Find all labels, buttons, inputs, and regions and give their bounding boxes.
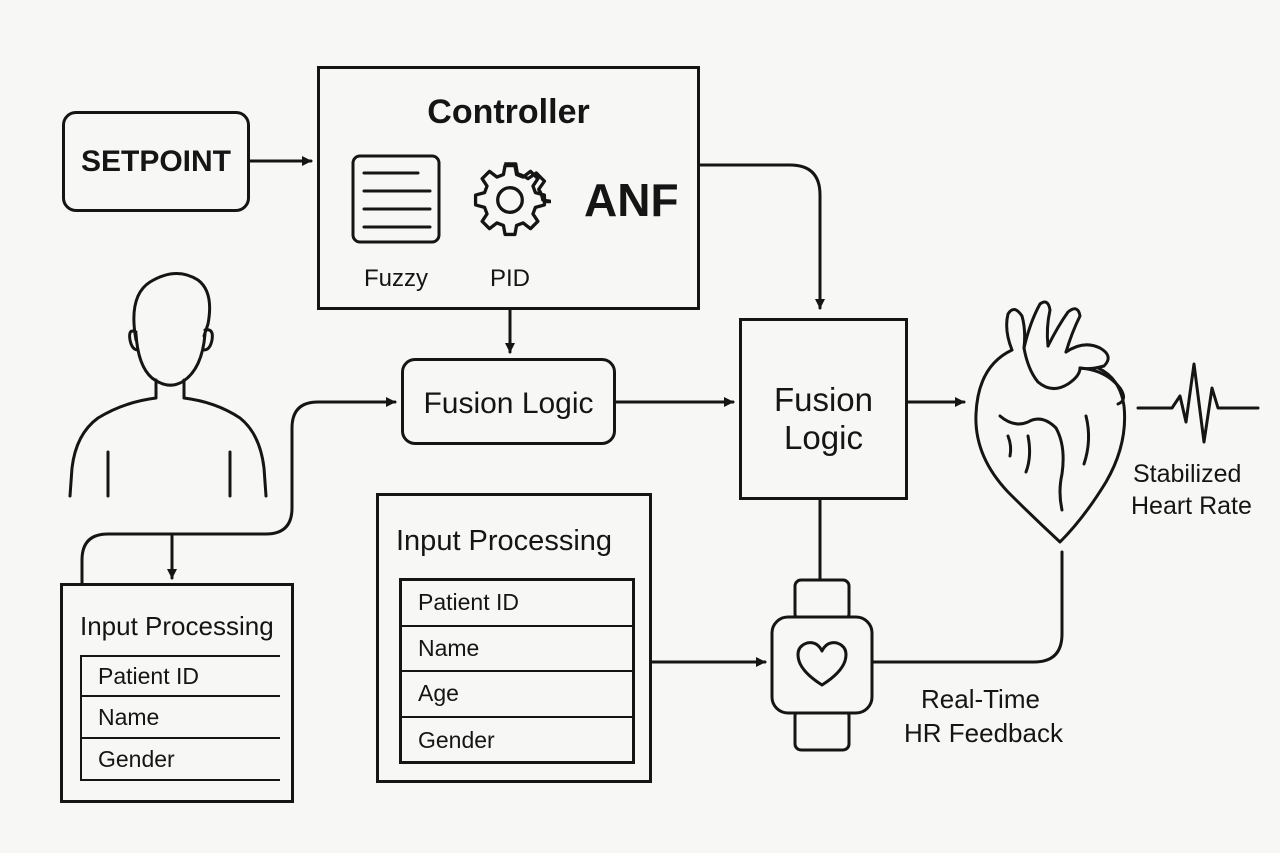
field-row: Age xyxy=(402,672,632,718)
person-icon xyxy=(68,272,268,498)
input-processing-left-title: Input Processing xyxy=(80,611,274,641)
line-watch-heart xyxy=(871,550,1064,664)
field-row: Patient ID xyxy=(402,581,632,627)
output-label-line1: Stabilized xyxy=(1133,460,1242,488)
anf-label: ANF xyxy=(584,174,679,226)
input-processing-center-box: Input Processing Patient ID Name Age Gen… xyxy=(376,493,652,783)
field-row: Name xyxy=(82,697,280,739)
field-row: Name xyxy=(402,627,632,672)
input-processing-center-title: Input Processing xyxy=(396,525,613,557)
document-icon xyxy=(351,154,441,244)
ecg-waveform-icon xyxy=(1136,362,1260,444)
feedback-label-line1: Real-Time xyxy=(921,684,1040,714)
arrow-input-loop xyxy=(80,397,397,585)
fusion-logic-large-box: Fusion Logic xyxy=(739,318,908,500)
fusion-logic-large-line2: Logic xyxy=(784,419,863,456)
input-processing-left-fields: Patient ID Name Gender xyxy=(80,655,280,781)
output-label-line2: Heart Rate xyxy=(1131,492,1252,520)
fuzzy-label: Fuzzy xyxy=(363,265,428,292)
heart-icon xyxy=(974,300,1127,544)
pid-label: PID xyxy=(489,265,530,292)
field-row: Gender xyxy=(82,739,280,781)
field-row: Patient ID xyxy=(82,655,280,697)
gear-icon xyxy=(473,162,551,237)
fusion-logic-large-line1: Fusion xyxy=(773,381,874,418)
setpoint-box: SETPOINT xyxy=(62,111,250,212)
setpoint-label: SETPOINT xyxy=(80,145,231,178)
controller-box: Controller Fuzzy PID ANF xyxy=(317,66,700,310)
controller-title: Controller xyxy=(427,93,590,131)
field-row: Gender xyxy=(418,726,495,753)
input-processing-left-box: Input Processing Patient ID Name Gender xyxy=(60,583,294,803)
smartwatch-icon xyxy=(770,578,874,752)
arrow-controller-fusion-large xyxy=(698,163,825,310)
input-processing-center-fields: Patient ID Name Age Gender xyxy=(399,578,635,764)
fusion-logic-small-box: Fusion Logic xyxy=(401,358,616,445)
fusion-logic-small-label: Fusion Logic xyxy=(423,387,594,420)
feedback-label-line2: HR Feedback xyxy=(904,718,1063,748)
